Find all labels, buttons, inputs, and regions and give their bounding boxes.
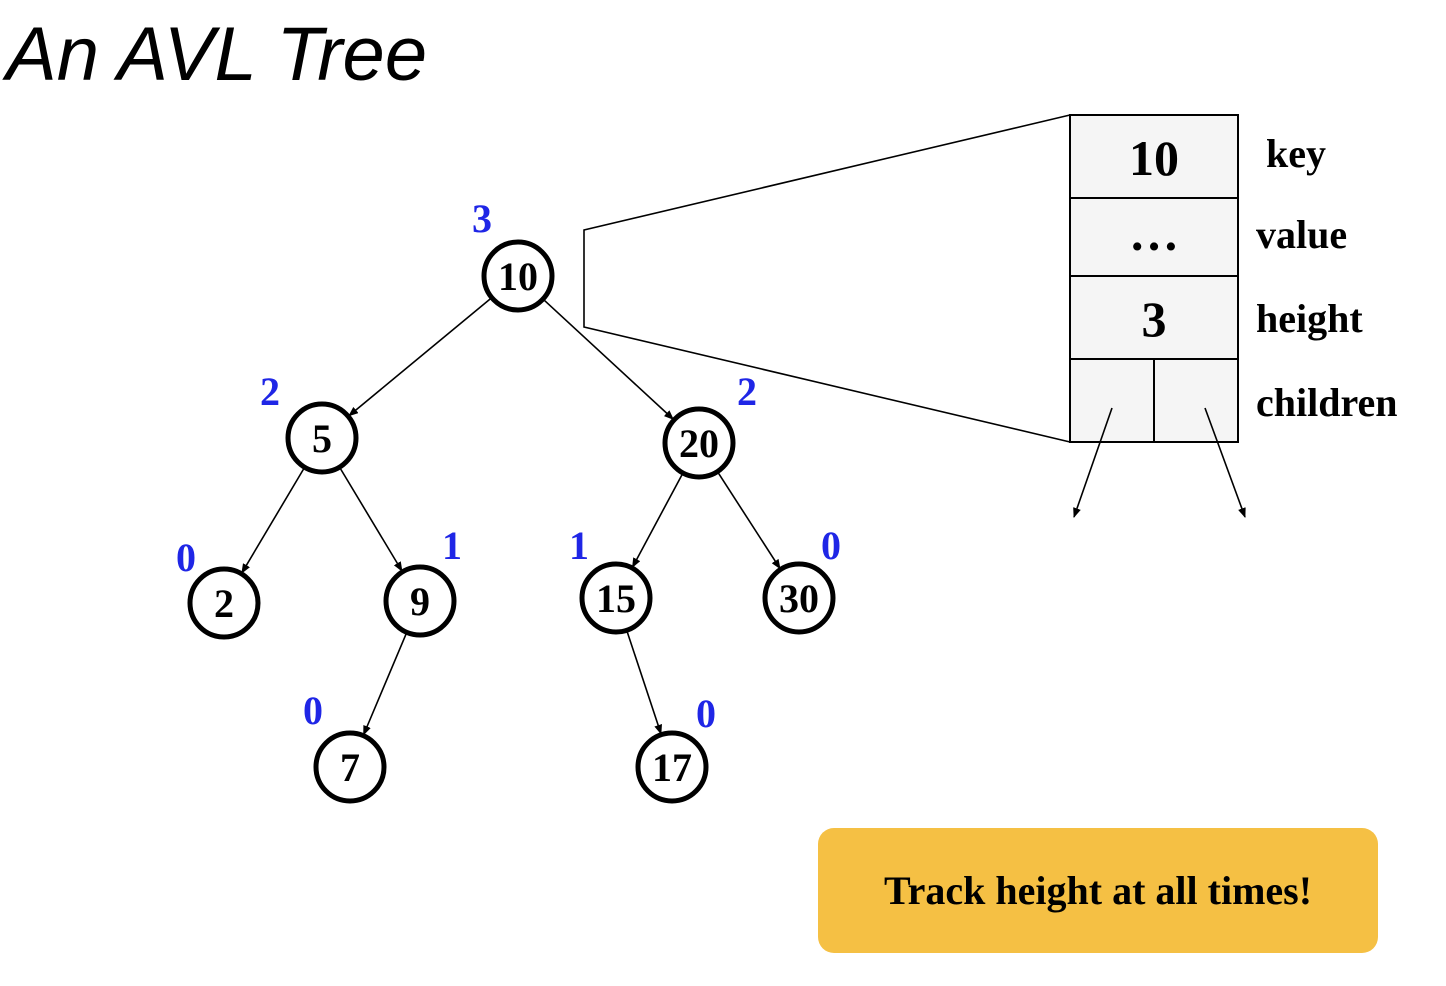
- node-key: 2: [214, 581, 234, 626]
- right-child-pointer-arrow: [1204, 407, 1246, 518]
- label-key: key: [1266, 131, 1326, 176]
- node-key: 15: [596, 576, 636, 621]
- node-height-label: 1: [569, 523, 589, 568]
- right-child-cell: [1153, 358, 1239, 443]
- node-circle: [579, 561, 653, 635]
- tree-edge-15-to-17: [625, 630, 662, 735]
- node-height-label: 3: [472, 196, 492, 241]
- box-key-value: 10: [1129, 130, 1179, 186]
- node-height-label: 0: [696, 691, 716, 736]
- left-child-pointer-arrow: [1073, 407, 1113, 518]
- tree-node: 103: [472, 196, 555, 313]
- tree-edges: [241, 297, 781, 736]
- tree-node: 300: [762, 523, 841, 635]
- callout-line: [583, 114, 1071, 443]
- tree-node: 20 2: [662, 369, 757, 480]
- node-circle: [481, 239, 555, 313]
- node-key: 30: [779, 576, 819, 621]
- key-cell: [1069, 114, 1239, 199]
- tree-edge-10-to-20: [542, 298, 675, 420]
- tree-node: 52: [260, 369, 359, 475]
- tree-node: 20: [176, 535, 261, 640]
- node-height-label: 0: [176, 535, 196, 580]
- tree-node: 70: [303, 688, 387, 804]
- tree-edge-9-to-7: [362, 632, 408, 736]
- left-child-cell: [1069, 358, 1155, 443]
- tree-edge-10-to-5: [348, 297, 493, 417]
- height-cell: [1069, 275, 1239, 360]
- node-circle: [285, 401, 359, 475]
- label-value: value: [1256, 212, 1347, 257]
- node-height-label: 0: [821, 523, 841, 568]
- note-callout: Track height at all times!: [818, 828, 1378, 953]
- node-height-label: 2: [737, 369, 757, 414]
- node-height-label: 0: [303, 688, 323, 733]
- node-height-label: 1: [442, 523, 462, 568]
- node-key: 9: [410, 579, 430, 624]
- callout: [583, 114, 1071, 443]
- box-height-value: 3: [1142, 291, 1167, 347]
- node-structure-box: 10 … 3 key value height children: [1069, 114, 1398, 518]
- node-key: 10: [498, 254, 538, 299]
- node-circle: [187, 566, 261, 640]
- tree-node: 151: [569, 523, 653, 635]
- tree-edge-5-to-9: [338, 466, 403, 572]
- node-key: 20: [679, 421, 719, 466]
- node-key: 7: [340, 745, 360, 790]
- page-title: An AVL Tree: [2, 12, 427, 97]
- node-circle: [313, 730, 387, 804]
- tree-node: 91: [383, 523, 462, 638]
- tree-edge-5-to-2: [241, 466, 306, 574]
- node-circle: [383, 564, 457, 638]
- label-children: children: [1256, 380, 1398, 425]
- node-key: 17: [652, 745, 692, 790]
- label-height: height: [1256, 296, 1363, 341]
- tree-node: 170: [635, 691, 716, 804]
- box-value-value: …: [1129, 205, 1179, 261]
- node-circle: [635, 730, 709, 804]
- tree-edge-20-to-30: [716, 471, 781, 570]
- node-circle: [662, 406, 736, 480]
- node-key: 5: [312, 416, 332, 461]
- node-circle: [762, 561, 836, 635]
- tree-edge-20-to-15: [631, 472, 684, 569]
- node-height-label: 2: [260, 369, 280, 414]
